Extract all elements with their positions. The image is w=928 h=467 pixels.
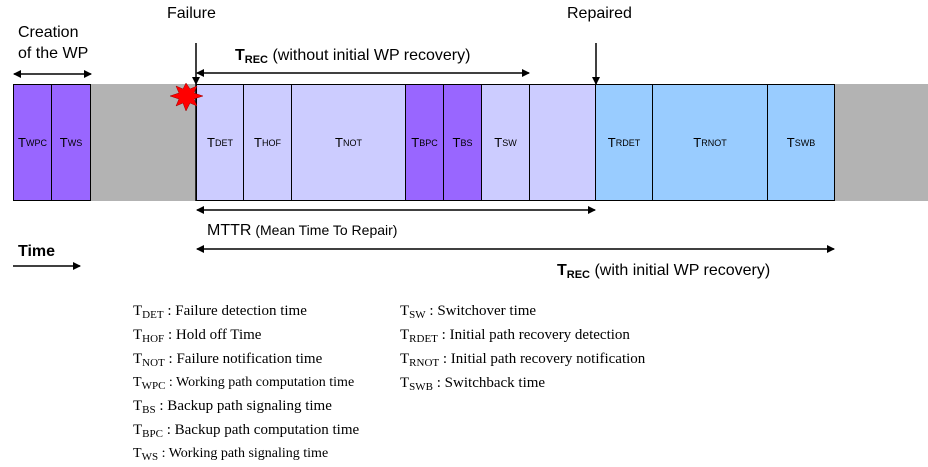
trec-without-label: TREC (without initial WP recovery) <box>235 47 471 66</box>
legend-item-det: TDET : Failure detection time <box>133 303 307 321</box>
failure-burst-icon <box>169 82 204 112</box>
legend-item-bpc: TBPC : Backup path computation time <box>133 422 360 440</box>
arrows-layer <box>13 43 835 270</box>
failure-label: Failure <box>167 5 216 22</box>
legend-item-not: TNOT : Failure notification time <box>133 351 323 369</box>
segment-gap <box>529 84 596 201</box>
time-label: Time <box>18 243 56 260</box>
legend-item-ws: TWS : Working path signaling time <box>133 446 329 463</box>
legend-item-bs: TBS : Backup path signaling time <box>133 398 332 416</box>
creation-label: Creation of the WP <box>18 24 89 62</box>
legend-item-wpc: TWPC : Working path computation time <box>133 375 355 392</box>
legend-item-rnot: TRNOT : Initial path recovery notificati… <box>400 351 646 369</box>
repaired-label: Repaired <box>567 5 632 22</box>
legend-left: TDET : Failure detection time THOF : Hol… <box>133 301 359 467</box>
mttr-label: MTTR (Mean Time To Repair) <box>207 222 398 239</box>
legend-item-hof: THOF : Hold off Time <box>133 327 262 345</box>
legend-right: TSW : Switchover time TRDET : Initial pa… <box>400 301 645 397</box>
legend-item-swb: TSWB : Switchback time <box>400 375 546 393</box>
trec-with-label: TREC (with initial WP recovery) <box>557 262 771 281</box>
legend-item-sw: TSW : Switchover time <box>400 303 537 321</box>
legend-item-rdet: TRDET : Initial path recovery detection <box>400 327 630 345</box>
